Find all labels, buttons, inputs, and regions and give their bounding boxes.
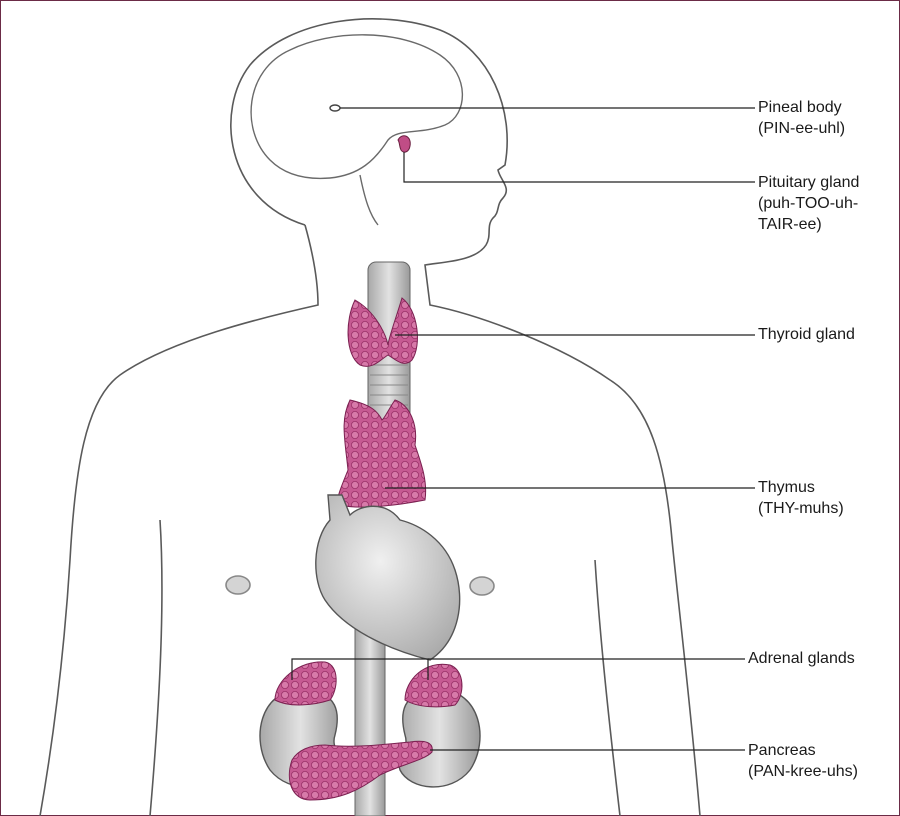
pancreas-pronunciation: (PAN-kree-uhs) xyxy=(748,761,886,782)
adrenal-gland-left xyxy=(275,662,336,705)
thymus-name: Thymus xyxy=(758,477,896,498)
label-pituitary-gland: Pituitary gland (puh-TOO-uh- TAIR-ee) xyxy=(758,172,896,235)
pituitary-pronunciation-2: TAIR-ee) xyxy=(758,214,896,235)
pancreas-name: Pancreas xyxy=(748,740,886,761)
adrenal-name: Adrenal glands xyxy=(748,648,886,669)
label-pancreas: Pancreas (PAN-kree-uhs) xyxy=(748,740,886,782)
heart xyxy=(316,495,460,660)
thyroid-name: Thyroid gland xyxy=(758,324,896,345)
label-thymus: Thymus (THY-muhs) xyxy=(758,477,896,519)
label-adrenal-glands: Adrenal glands xyxy=(748,648,886,669)
pituitary-pronunciation-1: (puh-TOO-uh- xyxy=(758,193,896,214)
pineal-body xyxy=(330,105,340,111)
label-thyroid-gland: Thyroid gland xyxy=(758,324,896,345)
adrenal-gland-right xyxy=(405,664,462,707)
pineal-name: Pineal body xyxy=(758,97,896,118)
pineal-pronunciation: (PIN-ee-uhl) xyxy=(758,118,896,139)
pituitary-gland xyxy=(398,136,410,152)
pituitary-name: Pituitary gland xyxy=(758,172,896,193)
label-pineal-body: Pineal body (PIN-ee-uhl) xyxy=(758,97,896,139)
thymus-pronunciation: (THY-muhs) xyxy=(758,498,896,519)
leader-line-pituitary xyxy=(404,152,755,182)
